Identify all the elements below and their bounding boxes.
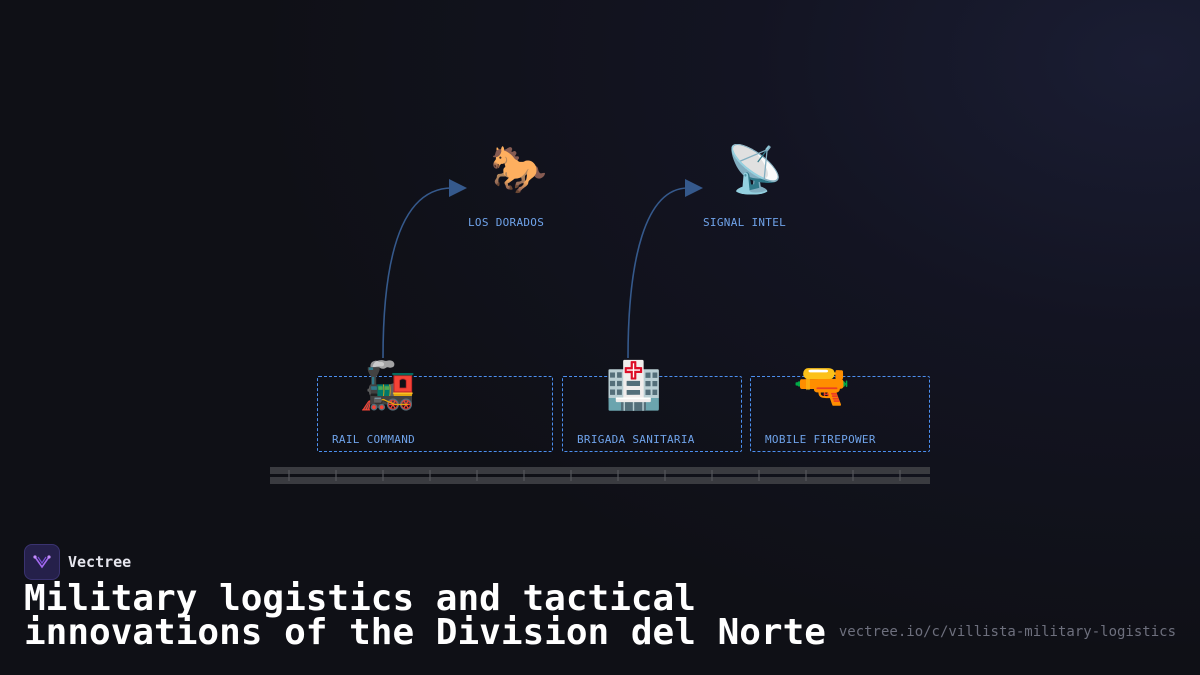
hospital-icon: 🏥 [605,358,663,412]
node-label-los-dorados: LOS DORADOS [468,216,545,229]
horse-icon: 🐎 [490,142,548,196]
node-label-mobile-firepower: MOBILE FIREPOWER [765,433,876,446]
edge-rail-to-dorados [382,187,453,359]
group-box-rail-command [317,376,553,452]
locomotive-icon: 🚂 [359,358,417,412]
arrowhead-signal [685,179,703,197]
brand-name: Vectree [68,553,132,571]
node-label-signal-intel: SIGNAL INTEL [703,216,787,229]
page-title: Military logistics and tactical innovati… [24,578,826,653]
group-box-brigada-sanitaria [562,376,742,452]
satellite-dish-icon: 📡 [726,142,784,196]
brand[interactable]: Vectree [24,544,131,580]
pistol-icon: 🔫 [793,358,851,412]
node-label-rail-command: RAIL COMMAND [332,433,416,446]
node-label-brigada-sanitaria: BRIGADA SANITARIA [577,433,695,446]
page-url[interactable]: vectree.io/c/villista-military-logistics [838,624,1176,640]
arrowhead-dorados [449,179,467,197]
edge-sanitaria-to-signal [627,187,689,359]
vectree-logo-icon [24,544,60,580]
group-box-mobile-firepower [750,376,930,452]
rail-track [270,467,930,484]
